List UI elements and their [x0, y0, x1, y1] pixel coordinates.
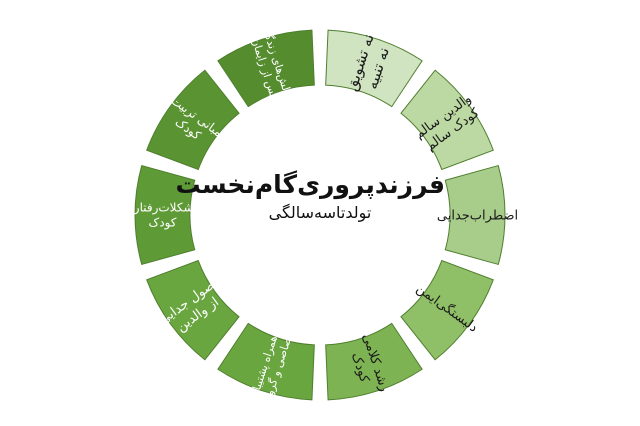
segment-4: دلبستگی‌ایمن [400, 259, 494, 361]
segment-shape [217, 322, 315, 401]
segment-shape [325, 29, 423, 108]
segment-7: اصول جداییاز والدین [146, 259, 240, 361]
segment-shape [325, 322, 423, 401]
segment-label-line: مشکلات‌رفتاری [124, 201, 200, 216]
center-label: فرزندپروری‌گام‌نخست تولدتاسه‌سالگی [175, 168, 445, 248]
segment-label-line: کودک [149, 216, 177, 231]
segment-10: چالش‌های زندگیپس از زایمان [217, 24, 315, 108]
center-subtitle: تولدتاسه‌سالگی [268, 203, 372, 222]
segment-3: اضطراب‌جدایی [437, 164, 518, 266]
segment-shape [217, 29, 315, 108]
segment-5: رشد کلامیکودک [325, 322, 423, 401]
segment-label: اضطراب‌جدایی [437, 209, 518, 224]
segment-label-line: اضطراب‌جدایی [437, 209, 518, 224]
segment-9: مبانی تربیتکودک [146, 69, 240, 171]
segment-shape [444, 164, 506, 266]
segment-shape [400, 259, 494, 361]
segment-2: والدین سالمکودک سالم [400, 69, 494, 171]
segment-shape [146, 69, 240, 171]
segment-shape [146, 259, 240, 361]
segment-1: نه تشویقنه تنبیه [325, 29, 423, 108]
center-title: فرزندپروری‌گام‌نخست [175, 170, 445, 199]
segment-shape [400, 69, 494, 171]
segment-shape [134, 164, 196, 266]
segment-6: به همراه پشتیبانیاختصاصی و گروهی [217, 322, 315, 411]
